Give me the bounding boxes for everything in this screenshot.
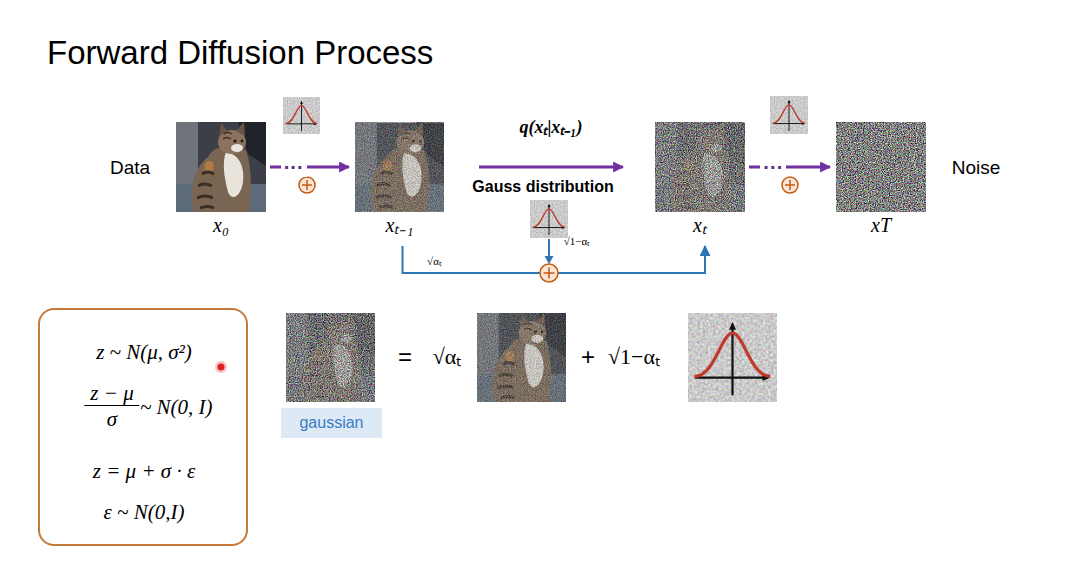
cat-photo bbox=[655, 122, 745, 212]
image-noisy bbox=[286, 313, 375, 402]
formula-line: z ~ N(μ, σ²) bbox=[96, 340, 192, 364]
arrow-line bbox=[548, 239, 550, 258]
operator: = bbox=[398, 343, 412, 371]
image-frame: xₜ bbox=[655, 122, 745, 246]
variable-label: x₀ bbox=[213, 214, 229, 236]
coefficient: √1−αₜ bbox=[564, 235, 591, 248]
arrow-head bbox=[545, 256, 554, 264]
gaussian-icon bbox=[283, 97, 320, 134]
image-frame: xT bbox=[836, 122, 926, 246]
cat-photo bbox=[477, 313, 566, 402]
variable-label: xₜ₋₁ bbox=[386, 214, 414, 236]
noise-overlay bbox=[655, 122, 745, 212]
add-symbol bbox=[540, 264, 558, 282]
formula-line: z − μ bbox=[84, 381, 139, 406]
add-symbol bbox=[782, 177, 798, 193]
cat-photo bbox=[176, 122, 266, 212]
noise-ground bbox=[836, 122, 926, 212]
variable-label: xT bbox=[871, 214, 891, 236]
arrow-connector bbox=[479, 166, 623, 169]
formula-line: σ bbox=[107, 407, 117, 431]
gaussian-image bbox=[688, 313, 777, 402]
coefficient: √1−αₜ bbox=[608, 344, 660, 369]
add-symbol bbox=[299, 177, 315, 193]
image-previous bbox=[477, 313, 566, 402]
formula-line: z = μ + σ · ε bbox=[93, 459, 195, 483]
ellipsis-mark: ··· bbox=[281, 157, 307, 177]
tag-label: gaussian bbox=[299, 413, 363, 432]
coefficient: √αₜ bbox=[433, 344, 462, 369]
formula-line: ε ~ N(0,I) bbox=[104, 500, 185, 524]
image-xt-1 bbox=[355, 122, 444, 212]
gaussian-icon bbox=[530, 200, 568, 238]
edge-label: √αₜ bbox=[425, 255, 444, 268]
noise-overlay bbox=[477, 313, 566, 402]
edge-label: q(xₜ|xₜ₋₁) bbox=[519, 117, 582, 138]
image-x0 bbox=[176, 122, 266, 212]
noise-overlay bbox=[355, 122, 444, 212]
image-xT bbox=[836, 122, 926, 212]
formula-box: z ~ N(μ, σ²) z − μσ ~ N(0, I) z = μ + σ · ε… bbox=[38, 308, 248, 546]
ellipsis-mark: ··· bbox=[760, 157, 786, 177]
step-label: Gauss distribution bbox=[472, 178, 613, 196]
noise-overlay bbox=[286, 313, 375, 402]
variable-label: xₜ bbox=[693, 214, 707, 236]
image-xt bbox=[655, 122, 745, 212]
gaussian-icon bbox=[770, 96, 808, 134]
slide-title: Forward Diffusion Process bbox=[47, 34, 433, 72]
noise-image bbox=[836, 122, 926, 212]
cat-photo bbox=[355, 123, 444, 212]
cat-photo bbox=[286, 313, 375, 402]
side-label: Data bbox=[110, 157, 150, 179]
noise-arrow bbox=[545, 239, 554, 264]
pointer-dot bbox=[215, 361, 227, 373]
formula-line: ~ N(0, I) bbox=[140, 395, 213, 419]
operator: + bbox=[581, 343, 595, 371]
image-frame: xₜ₋₁ bbox=[355, 122, 444, 246]
image-frame: x₀ bbox=[176, 122, 266, 246]
tag-box: gaussian bbox=[281, 408, 382, 438]
side-label: Noise bbox=[952, 157, 1001, 179]
